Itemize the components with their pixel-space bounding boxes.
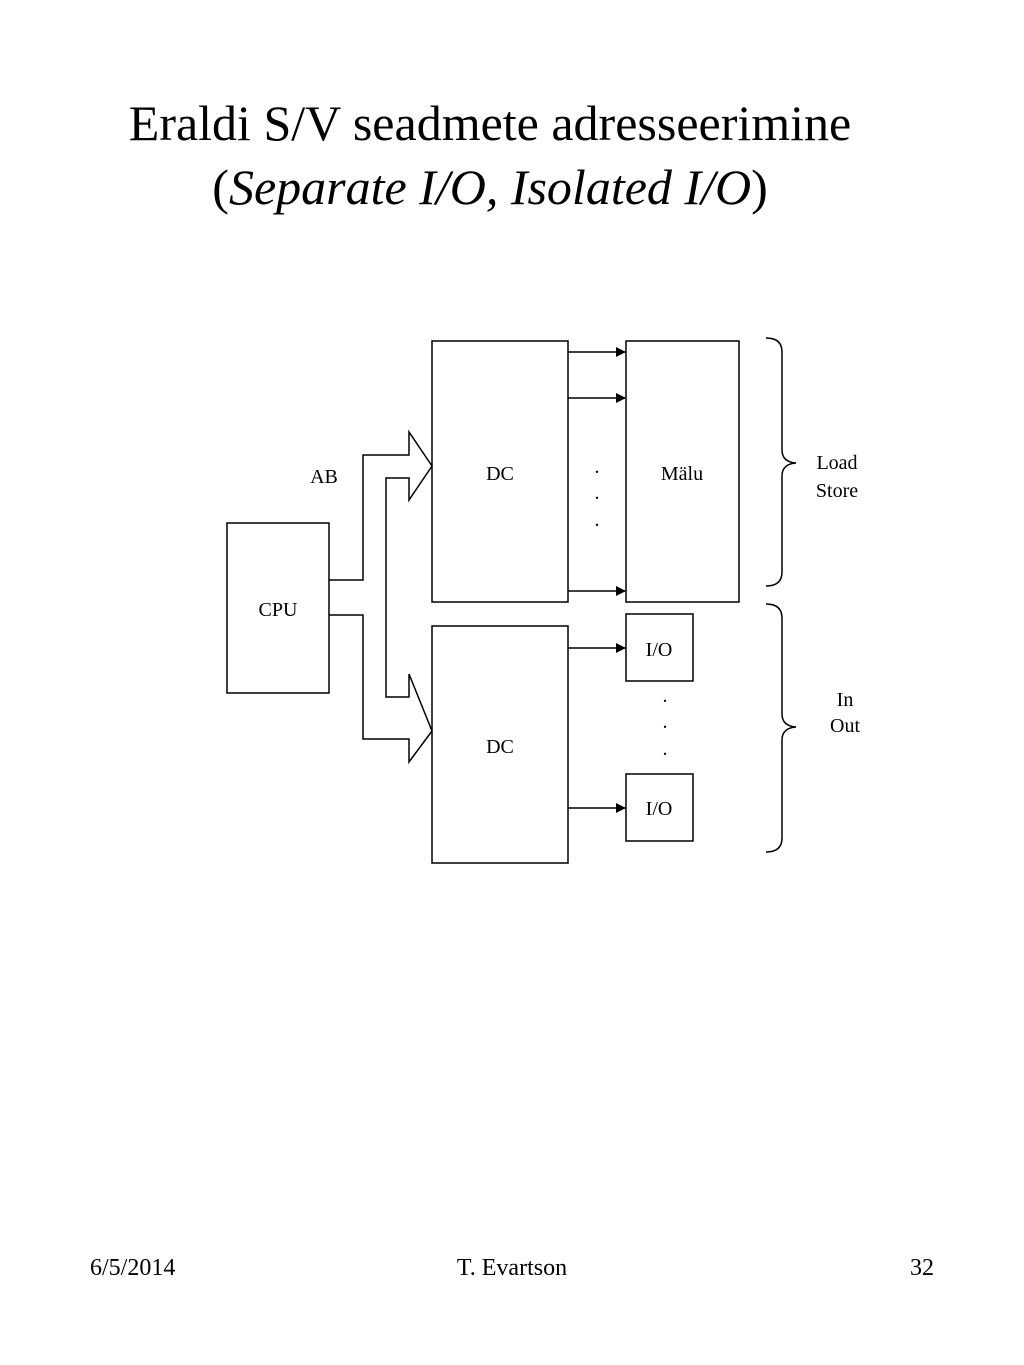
slide-title-line-2: (Separate I/O, Isolated I/O) (0, 156, 980, 218)
io-device-bottom-label: I/O (646, 798, 673, 820)
memory-box (625, 340, 740, 603)
slide-title-line-1: Eraldi S/V seadmete adresseerimine (128, 95, 852, 151)
brace-memory-label-line-1: Load (816, 452, 857, 474)
decoder-top-box (431, 340, 569, 603)
memory-ellipsis-dot-2: . (595, 482, 600, 504)
decoder-bottom-box (431, 625, 569, 864)
memory-ellipsis-dot-3: . (595, 509, 600, 531)
cpu-box (226, 522, 330, 694)
memory-label: Mälu (661, 463, 703, 485)
title-close-paren: ) (751, 159, 768, 215)
io-device-top-box (625, 613, 694, 682)
footer-page-number: 32 (910, 1255, 934, 1281)
address-bus-label: AB (310, 466, 338, 488)
brace-io-label-line-2: Out (830, 715, 860, 737)
brace-io (765, 603, 797, 853)
title-english-term: Separate I/O, Isolated I/O (228, 159, 752, 215)
brace-memory-label-line-2: Store (816, 480, 858, 502)
io-ellipsis-dot-2: . (663, 711, 668, 733)
address-bus-arrow (329, 429, 433, 765)
io-device-bottom-box (625, 773, 694, 842)
decoder-bottom-label: DC (486, 736, 514, 758)
io-device-top-label: I/O (646, 639, 673, 661)
memory-ellipsis-dot-1: . (595, 456, 600, 478)
io-ellipsis-dot-1: . (663, 685, 668, 707)
io-ellipsis-dot-3: . (663, 738, 668, 760)
title-open-paren: ( (212, 159, 229, 215)
brace-io-label-line-1: In (837, 689, 854, 711)
cpu-label: CPU (259, 599, 298, 621)
brace-memory (765, 337, 797, 587)
footer-author: T. Evartson (456, 1255, 568, 1281)
footer-date: 6/5/2014 (90, 1255, 176, 1281)
decoder-top-label: DC (486, 463, 514, 485)
